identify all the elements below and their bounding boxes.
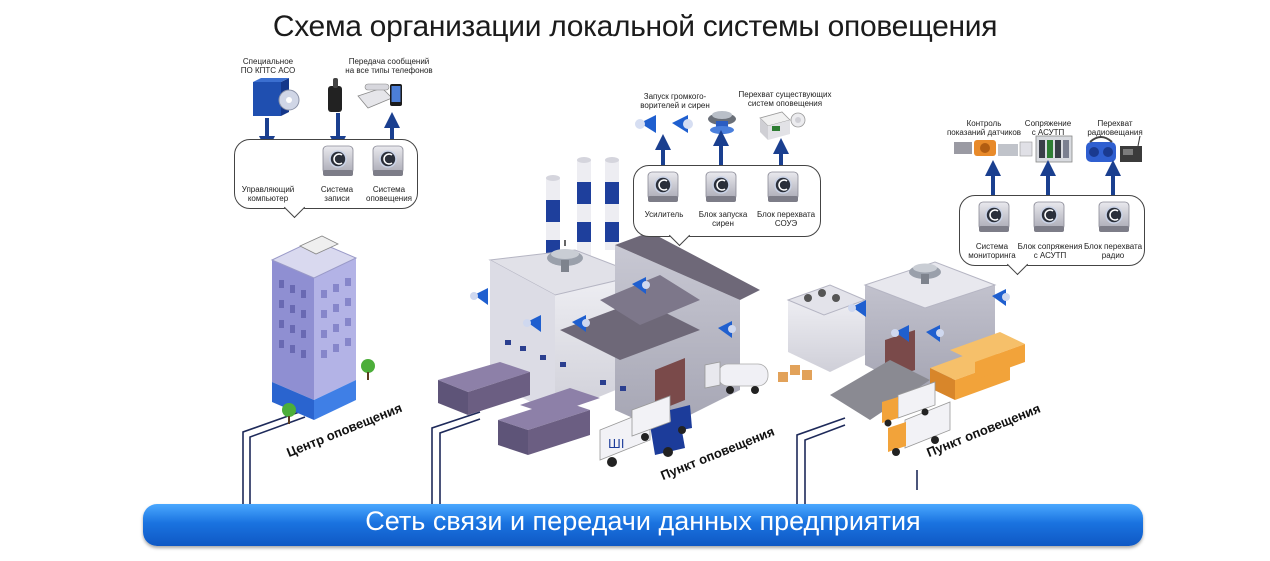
software-box-icon (253, 78, 300, 116)
connection-line-center-2 (249, 416, 306, 505)
radio-icon (1086, 135, 1142, 162)
tree-icon (361, 359, 375, 373)
connection-line-point2-2 (804, 424, 846, 505)
containers-purple (438, 362, 600, 455)
connection-lines (242, 409, 918, 505)
containers-orange (930, 332, 1025, 400)
plc-icon (1035, 135, 1073, 163)
network-label: Сеть связи и передачи данных предприятия (365, 506, 921, 536)
tree-icon (282, 403, 296, 417)
svg-text:ШI: ШI (608, 437, 624, 451)
loudspeaker-icon (848, 289, 1010, 342)
tanker-truck-icon (704, 361, 769, 394)
siren-icon (547, 240, 583, 272)
network-bar (143, 504, 1143, 546)
warehouse-building (778, 261, 1025, 456)
truck-icon (888, 401, 951, 456)
connection-line-point1-2 (439, 418, 481, 505)
chimneys (546, 157, 619, 268)
point1-top-label-speakers: Запуск громкого-ворителей и сирен (640, 92, 710, 110)
diagram-title: Схема организации локальной системы опов… (272, 10, 998, 43)
sensor-icon (954, 140, 1033, 157)
point1-device-label-amplifier: Усилитель (644, 210, 684, 219)
arrows (259, 112, 1121, 197)
siren-icon (909, 263, 941, 284)
phone-icon (357, 83, 402, 109)
truck-icon (882, 381, 936, 427)
siren-icon (708, 111, 736, 134)
truck-icon (631, 395, 692, 441)
connection-line-point2 (796, 417, 846, 505)
center-building (270, 235, 375, 424)
loudspeaker-icon (470, 277, 736, 338)
alarm-panel-icon (759, 111, 806, 140)
loudspeaker-icon (635, 115, 693, 133)
connection-line-center (242, 409, 306, 505)
connection-line-point1 (431, 411, 481, 505)
factory-building: ШI (438, 157, 769, 467)
phone-icon (328, 78, 342, 112)
